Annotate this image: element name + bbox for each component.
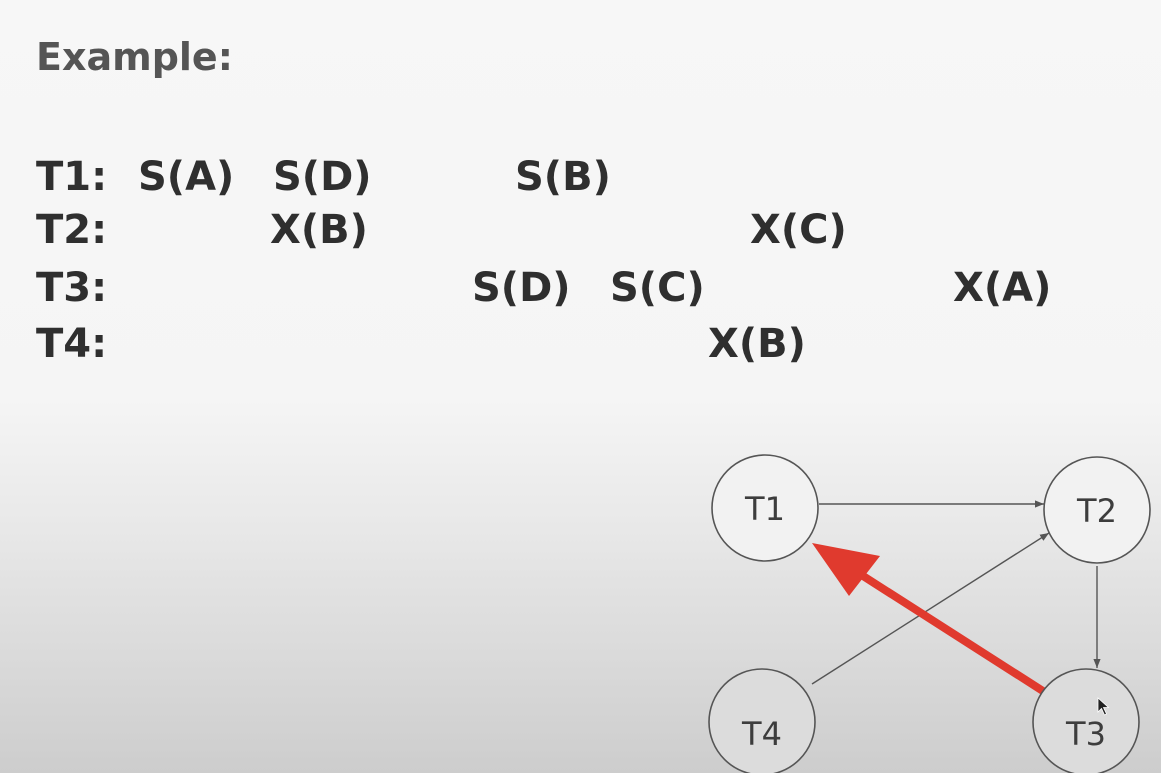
op-t3-1: S(D) [472, 265, 571, 311]
node-t3: T3 [1032, 668, 1140, 773]
schedule-row-t4: T4: X(B) [0, 324, 1161, 374]
op-t1-3: S(B) [515, 154, 611, 200]
node-t4-label: T4 [741, 715, 782, 753]
op-t1-2: S(D) [273, 154, 372, 200]
op-t4-1: X(B) [708, 321, 806, 367]
row-label-t1: T1: [36, 154, 108, 200]
node-t2: T2 [1043, 456, 1151, 564]
node-t2-label: T2 [1076, 492, 1117, 530]
node-t1-label: T1 [744, 490, 785, 528]
edge-t4-t2 [811, 532, 1050, 685]
schedule: T1: S(A) S(D) S(B) T2: X(B) X(C) T3: S(D… [0, 157, 1161, 374]
op-t2-2: X(C) [750, 207, 847, 253]
schedule-row-t2: T2: X(B) X(C) [0, 210, 1161, 260]
example-heading: Example: [36, 35, 233, 79]
op-t1-1: S(A) [138, 154, 235, 200]
schedule-row-t3: T3: S(D) S(C) X(A) [0, 268, 1161, 318]
op-t2-1: X(B) [270, 207, 368, 253]
op-t3-3: X(A) [953, 265, 1052, 311]
edge-t3-t1-highlight [856, 570, 1050, 697]
node-t1: T1 [711, 454, 819, 562]
mouse-pointer-icon [1097, 697, 1110, 716]
node-t4: T4 [708, 668, 816, 773]
schedule-row-t1: T1: S(A) S(D) S(B) [0, 157, 1161, 207]
op-t3-2: S(C) [610, 265, 705, 311]
row-label-t2: T2: [36, 207, 108, 253]
node-t3-label: T3 [1065, 715, 1106, 753]
row-label-t4: T4: [36, 321, 108, 367]
edge-t3-t1-arrowhead [812, 543, 880, 596]
row-label-t3: T3: [36, 265, 108, 311]
